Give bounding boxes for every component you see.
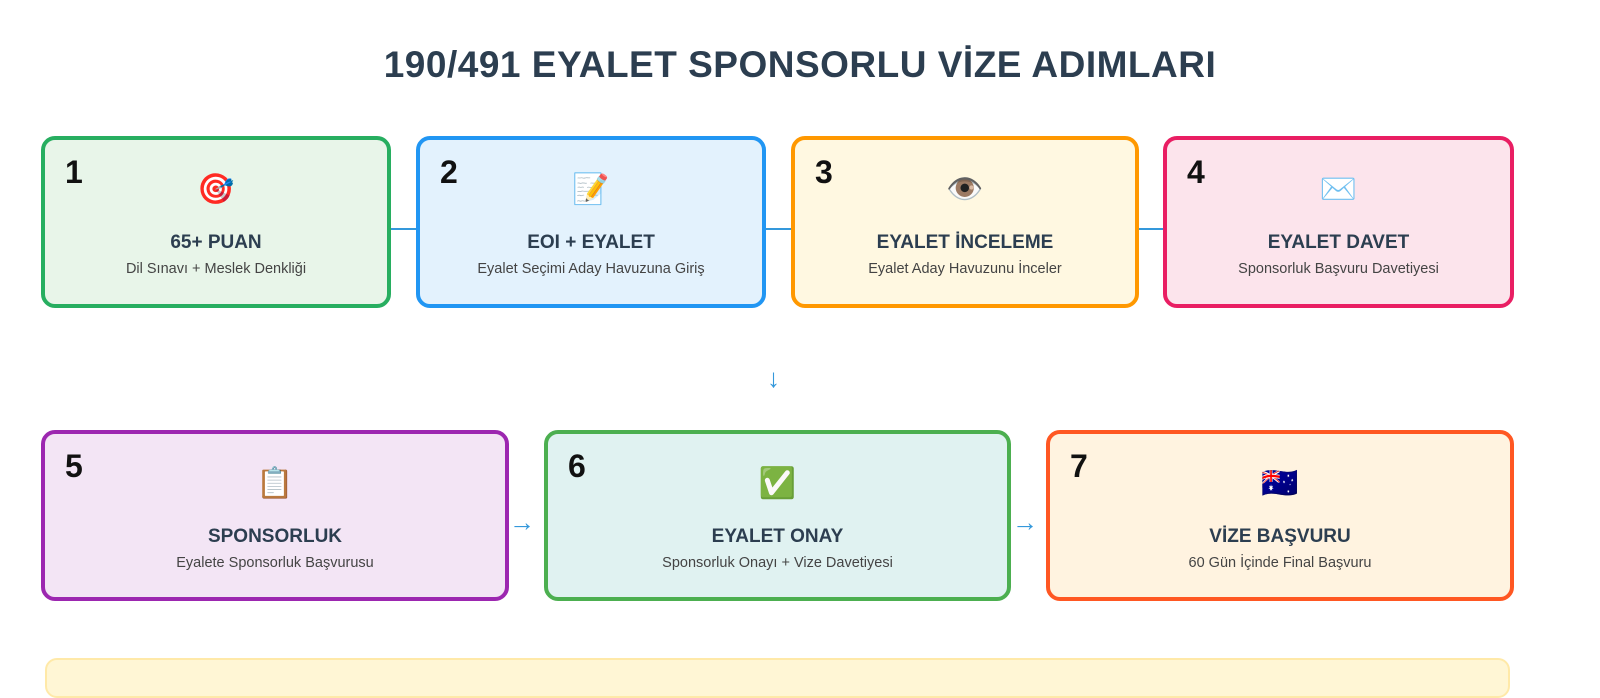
step-heading: SPONSORLUK: [207, 526, 343, 547]
step-number: 5: [65, 448, 83, 484]
arrow-right-icon: →: [509, 507, 535, 537]
step-number: 4: [1187, 154, 1205, 190]
step-number: 1: [65, 154, 83, 190]
connector-3-4: [1139, 228, 1163, 230]
step-icon: 📋: [256, 467, 294, 500]
step-7: 7 🇦🇺 VİZE BAŞVURU 60 Gün İçinde Final Ba…: [1046, 430, 1514, 601]
connector-2-3: [766, 228, 791, 230]
arrow-right-icon: →: [1012, 507, 1038, 537]
step-icon: 📝: [572, 173, 610, 206]
step-description: Sponsorluk Başvuru Davetiyesi: [1238, 261, 1439, 277]
step-description: Sponsorluk Onayı + Vize Davetiyesi: [662, 555, 893, 571]
step-number: 7: [1070, 448, 1088, 484]
step-heading: EYALET DAVET: [1267, 232, 1410, 253]
step-2: 2 📝 EOI + EYALET Eyalet Seçimi Aday Havu…: [416, 136, 766, 308]
step-heading: EYALET ONAY: [711, 526, 844, 547]
connector-1-2: [391, 228, 416, 230]
step-description: Eyalete Sponsorluk Başvurusu: [176, 555, 374, 571]
step-icon: 🇦🇺: [1261, 467, 1299, 500]
arrow-down-icon: ↓: [767, 363, 780, 393]
page-title: 190/491 EYALET SPONSORLU VİZE ADIMLARI: [383, 44, 1217, 85]
step-1: 1 🎯 65+ PUAN Dil Sınavı + Meslek Denkliğ…: [41, 136, 391, 308]
step-heading: EOI + EYALET: [527, 232, 655, 253]
step-icon: ✅: [758, 467, 797, 500]
step-icon: 🎯: [197, 173, 235, 206]
info-panel: [45, 658, 1510, 698]
step-heading: VİZE BAŞVURU: [1209, 526, 1351, 547]
step-icon: 👁️: [946, 173, 984, 206]
step-6: 6 ✅ EYALET ONAY Sponsorluk Onayı + Vize …: [544, 430, 1011, 601]
step-heading: EYALET İNCELEME: [876, 232, 1054, 253]
step-5: 5 📋 SPONSORLUK Eyalete Sponsorluk Başvur…: [41, 430, 509, 601]
step-heading: 65+ PUAN: [170, 232, 262, 253]
step-number: 3: [815, 154, 833, 190]
step-icon: ✉️: [1319, 173, 1358, 206]
step-description: Eyalet Aday Havuzunu İnceler: [868, 261, 1062, 277]
step-description: Dil Sınavı + Meslek Denkliği: [125, 261, 307, 277]
step-number: 2: [440, 154, 458, 190]
step-description: 60 Gün İçinde Final Başvuru: [1188, 555, 1372, 571]
step-description: Eyalet Seçimi Aday Havuzuna Giriş: [477, 261, 705, 277]
step-number: 6: [568, 448, 586, 484]
step-4: 4 ✉️ EYALET DAVET Sponsorluk Başvuru Dav…: [1163, 136, 1514, 308]
step-3: 3 👁️ EYALET İNCELEME Eyalet Aday Havuzun…: [791, 136, 1139, 308]
